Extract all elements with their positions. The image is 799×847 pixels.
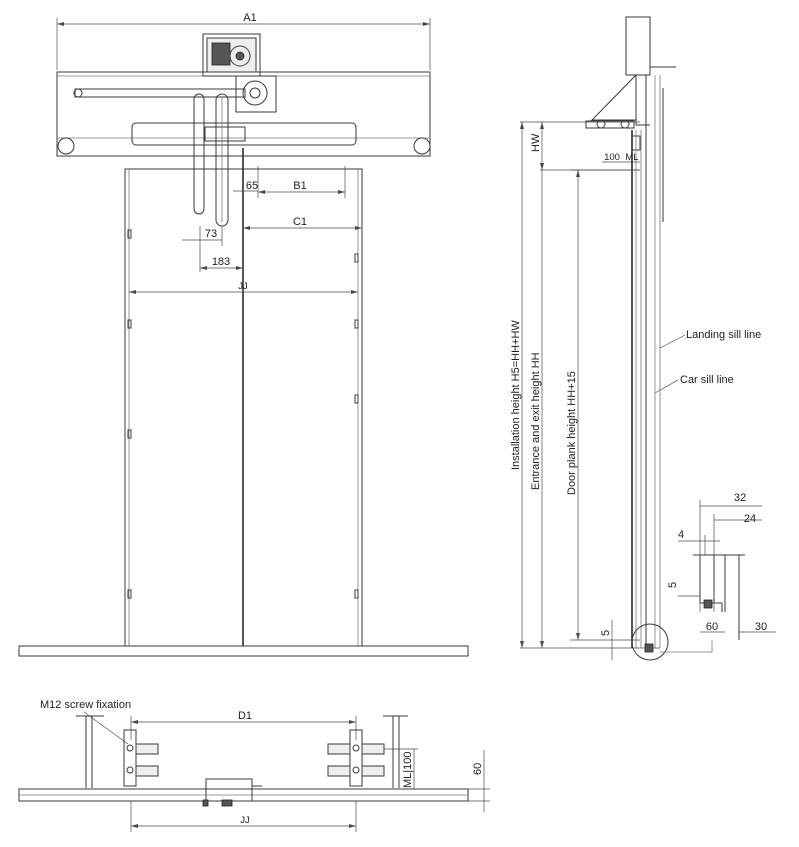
dim-d1-label: D1 [238, 710, 252, 722]
entrance-height-label: Entrance and exit height HH [530, 352, 542, 490]
dim-5-bottom-label: 5 [600, 630, 612, 636]
dim-a1-label: A1 [243, 12, 256, 24]
floor-sill [18, 645, 469, 657]
sill-detail: 32 24 4 5 60 30 [660, 492, 776, 653]
dim-ml-label: ML [625, 152, 638, 163]
door-panel-marks [127, 229, 359, 599]
guide-rail [74, 88, 246, 98]
landing-sill-label: Landing sill line [686, 329, 761, 341]
pulley-block [235, 75, 277, 113]
top-bracket [625, 16, 651, 76]
dim-5-detail-label: 5 [667, 582, 679, 588]
dim-100-label: 100 [604, 152, 620, 163]
screw-fixation-label: M12 screw fixation [40, 699, 131, 711]
bracket-left [123, 729, 137, 787]
header-beam [56, 71, 431, 157]
dim-30-label: 30 [755, 621, 767, 633]
door-clutch-left [193, 93, 205, 215]
dim-183-label: 183 [212, 256, 230, 268]
plan-motor [205, 778, 253, 802]
dim-jj-label: JJ [238, 281, 248, 292]
plan-view: M12 screw fixation D1 ML|100 [18, 699, 490, 832]
dim-24-label: 24 [744, 513, 756, 525]
door-motor-box [202, 33, 261, 77]
dim-60-plan-label: 60 [472, 763, 484, 775]
door-hanger [131, 122, 357, 146]
dim-73-label: 73 [205, 228, 217, 240]
dim-c1-label: C1 [293, 216, 307, 228]
bracket-right [349, 729, 363, 787]
roller-right [413, 137, 431, 155]
dim-jj-plan-label: JJ [240, 815, 250, 826]
front-view: A1 [18, 12, 469, 657]
side-view: HW 100 ML Installation height H5=HH+HW E… [510, 16, 776, 661]
dim-b1-label: B1 [293, 180, 306, 192]
dim-hw-label: HW [530, 133, 542, 152]
bottom-roller [631, 623, 669, 661]
dim-65-label: 65 [246, 180, 258, 192]
roller-left [57, 137, 75, 155]
dim-ml100-label: ML|100 [402, 752, 414, 789]
installation-height-label: Installation height H5=HH+HW [510, 320, 522, 470]
dim-60-label: 60 [706, 621, 718, 633]
door-plank-height-label: Door plank height HH+15 [566, 371, 578, 495]
dim-4-label: 4 [678, 529, 684, 541]
car-sill-label: Car sill line [680, 374, 734, 386]
dim-32-label: 32 [734, 492, 746, 504]
